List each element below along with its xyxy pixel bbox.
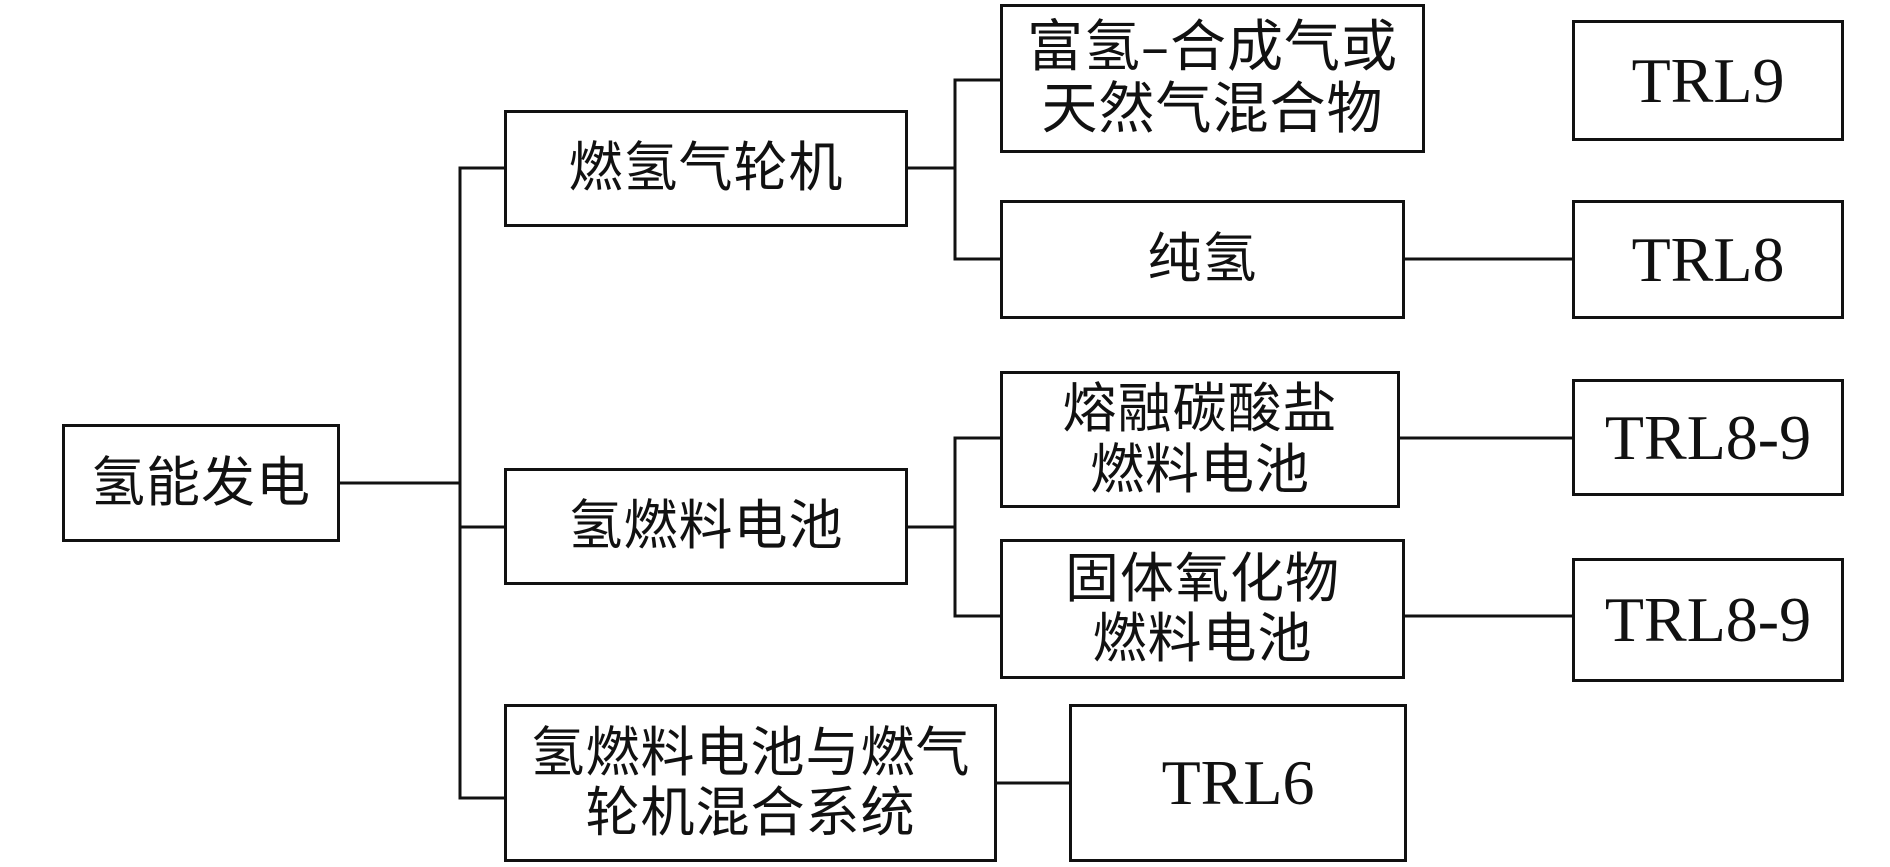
- gas-turbine-node: 燃氢气轮机: [504, 110, 908, 227]
- hydrogen-rich-mixture-node: 富氢–合成气或 天然气混合物: [1000, 4, 1425, 153]
- pure-hydrogen-label: 纯氢: [1147, 227, 1258, 291]
- gas-turbine-label: 燃氢气轮机: [568, 136, 844, 200]
- molten-carbonate-fuel-cell-label: 熔融碳酸盐 燃料电池: [1062, 377, 1338, 501]
- trl-label-mcfc: TRL8-9: [1604, 401, 1812, 473]
- hybrid-system-label: 氢燃料电池与燃气 轮机混合系统: [530, 720, 971, 844]
- molten-carbonate-fuel-cell-node: 熔融碳酸盐 燃料电池: [1000, 371, 1400, 508]
- trl-box-pure-hydrogen: TRL8: [1572, 200, 1844, 319]
- trl-box-mcfc: TRL8-9: [1572, 379, 1844, 496]
- solid-oxide-fuel-cell-node: 固体氧化物 燃料电池: [1000, 539, 1405, 679]
- trl-box-sofc: TRL8-9: [1572, 558, 1844, 682]
- hybrid-system-node: 氢燃料电池与燃气 轮机混合系统: [504, 704, 997, 862]
- trl-box-hybrid: TRL6: [1069, 704, 1407, 862]
- solid-oxide-fuel-cell-label: 固体氧化物 燃料电池: [1065, 546, 1340, 670]
- trl-box-mixture: TRL9: [1572, 20, 1844, 141]
- fuel-cell-label: 氢燃料电池: [568, 494, 844, 558]
- root-label: 氢能发电: [91, 450, 311, 514]
- fuel-cell-node: 氢燃料电池: [504, 468, 908, 585]
- trl-label-pure-hydrogen: TRL8: [1631, 223, 1785, 295]
- trl-label-sofc: TRL8-9: [1604, 584, 1812, 655]
- root-node: 氢能发电: [62, 424, 340, 542]
- hydrogen-rich-mixture-label: 富氢–合成气或 天然气混合物: [1027, 14, 1398, 142]
- trl-label-mixture: TRL9: [1631, 44, 1785, 116]
- pure-hydrogen-node: 纯氢: [1000, 200, 1405, 319]
- trl-label-hybrid: TRL6: [1161, 747, 1315, 818]
